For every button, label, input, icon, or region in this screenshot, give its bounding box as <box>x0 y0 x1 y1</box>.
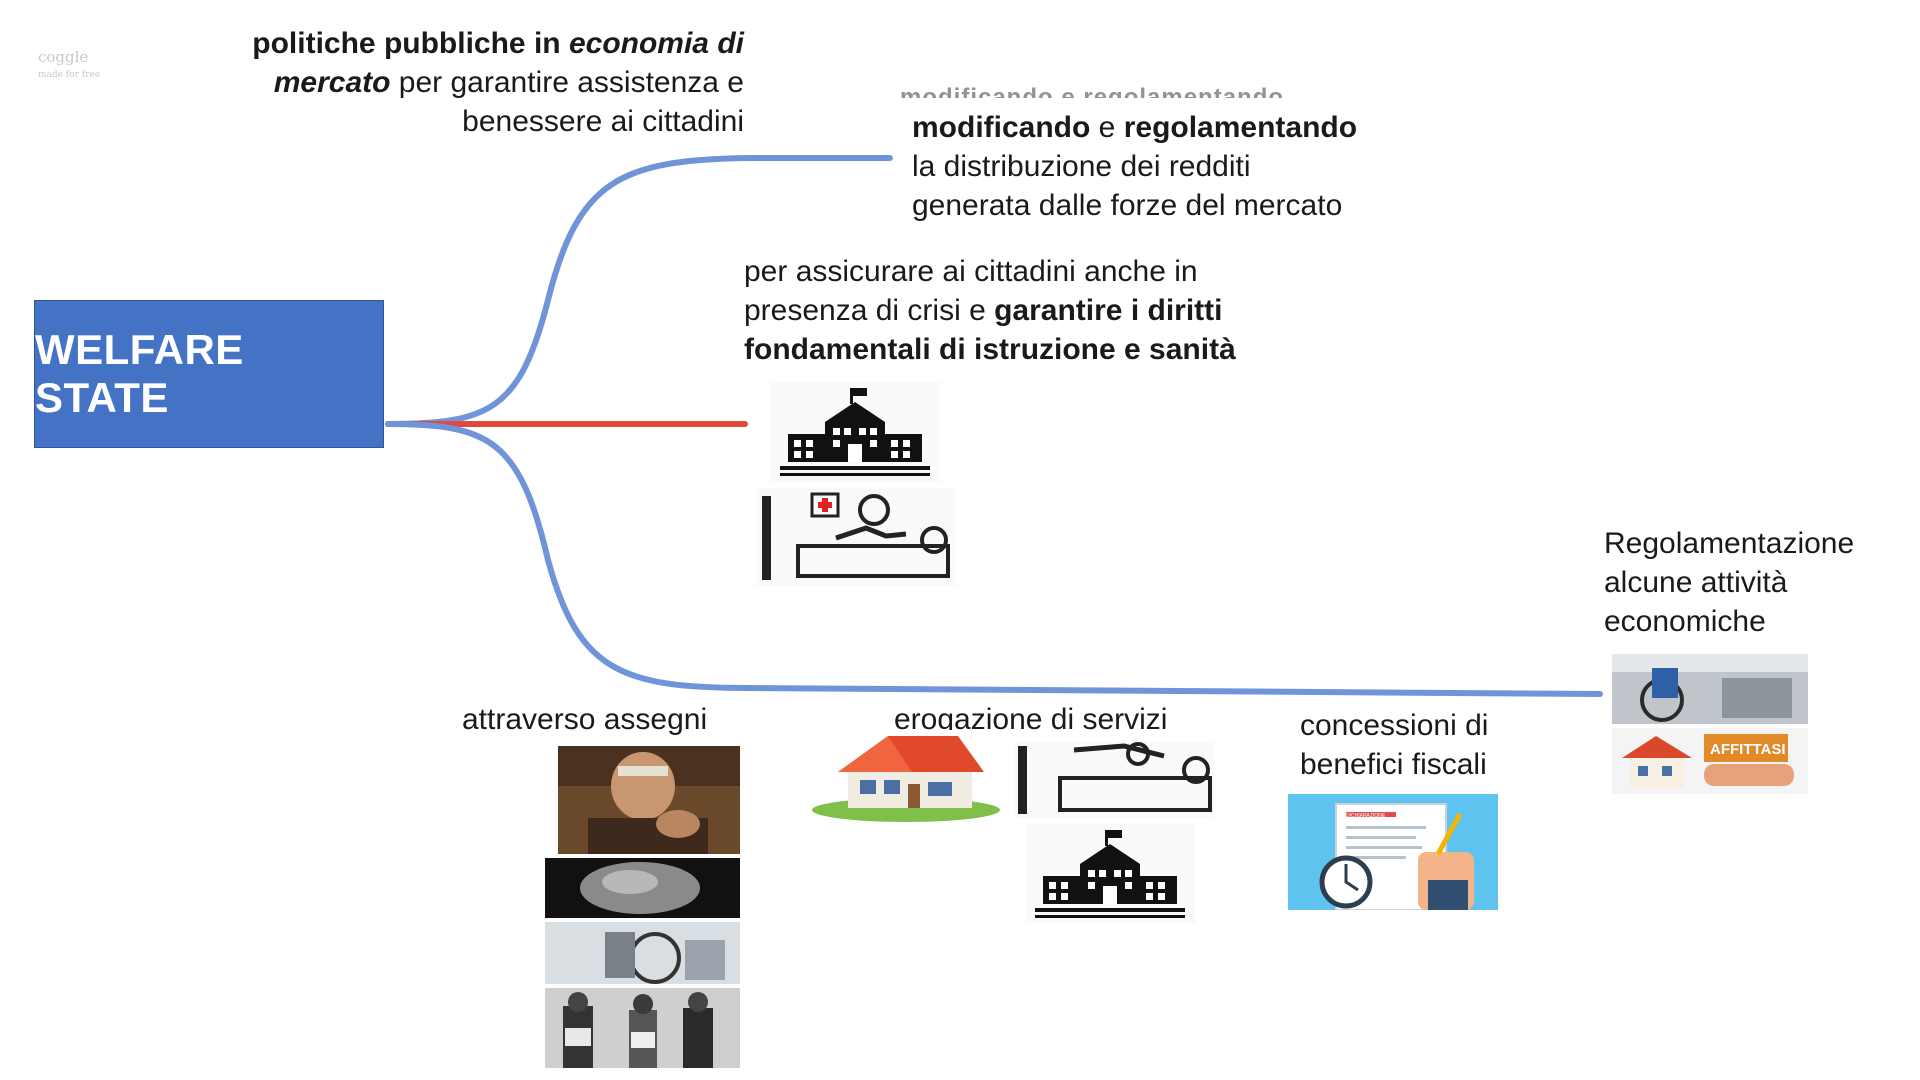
hospital-bed-icon-services <box>1014 742 1214 818</box>
redistrib-line3: generata dalle forze del mercato <box>912 189 1343 222</box>
house-icon <box>808 730 1004 822</box>
rent-sign-text: AFFITTASI <box>1710 741 1786 758</box>
watermark-subtitle: made for free <box>38 70 101 80</box>
central-node-label: WELFARE STATE <box>35 326 244 421</box>
school-icon-services <box>1020 824 1200 924</box>
rent-sign-photo: AFFITTASI <box>1612 728 1808 794</box>
vintage-workers-photo <box>545 988 740 1068</box>
central-node-welfare-state[interactable]: WELFARE STATE <box>34 300 384 448</box>
rights-line3-bold: fondamentali di istruzione e sanità <box>744 333 1236 366</box>
rights-line1: per assicurare ai cittadini anche in <box>744 255 1198 288</box>
intro-part2: economia di <box>568 27 744 60</box>
regol-line1: Regolamentazione <box>1604 527 1855 560</box>
clipboard-header: DICHIARAZIONE <box>1346 813 1386 819</box>
intro-part3: mercato <box>273 66 391 99</box>
coggle-watermark: coggle made for free <box>38 48 148 80</box>
redistrib-mid: e <box>1090 111 1124 144</box>
fiscali-line1: concessioni di <box>1300 709 1489 742</box>
rights-line2-bold: garantire i diritti <box>994 294 1223 327</box>
intro-part4: per garantire assistenza e <box>390 66 744 99</box>
branch-label-assegni[interactable]: attraverso assegni <box>462 703 708 736</box>
hospital-bed-icon <box>756 488 956 586</box>
rights-line2-normal: presenza di crisi e <box>744 294 995 327</box>
branch-label-regolamentazione[interactable]: Regolamentazione alcune attività economi… <box>1604 524 1904 641</box>
intro-part1: politiche pubbliche in <box>252 27 569 60</box>
fiscali-line2: benefici fiscali <box>1300 748 1487 781</box>
school-icon <box>770 382 940 482</box>
rights-node[interactable]: per assicurare ai cittadini anche in pre… <box>744 252 1344 369</box>
blurred-ghost-text: modificando e regolamentando <box>900 84 1285 98</box>
redistrib-bold2: regolamentando <box>1123 111 1358 144</box>
intro-part5: benessere ai cittadini <box>462 105 744 138</box>
watermark-title: coggle <box>38 48 89 66</box>
wheelchair-photo <box>545 922 740 984</box>
redistrib-bold1: modificando <box>912 111 1091 144</box>
market-photo <box>1612 654 1808 724</box>
branch-top-connector <box>385 155 893 427</box>
redistrib-line2: la distribuzione dei redditi <box>912 150 1251 183</box>
pregnancy-photo <box>545 858 740 918</box>
branch-bottom-connector <box>385 421 1603 697</box>
tax-form-clipboard-icon: DICHIARAZIONE <box>1288 794 1498 910</box>
elderly-man-photo <box>558 746 740 854</box>
branch-label-fiscali[interactable]: concessioni di benefici fiscali <box>1300 706 1540 784</box>
redistribution-node[interactable]: modificando e regolamentando la distribu… <box>912 108 1432 225</box>
regol-line3: economiche <box>1604 605 1766 638</box>
intro-text: politiche pubbliche in economia di merca… <box>160 24 744 141</box>
regol-line2: alcune attività <box>1604 566 1788 599</box>
